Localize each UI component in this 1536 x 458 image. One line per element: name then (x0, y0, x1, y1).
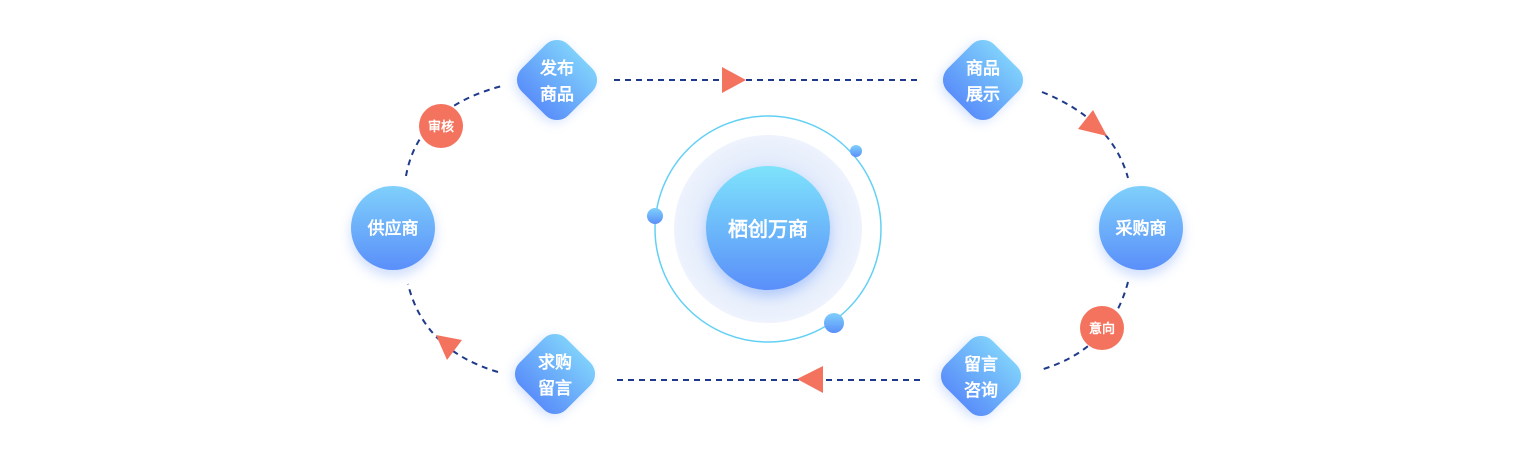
hub-core (706, 166, 830, 290)
node-request-line1: 求购 (538, 352, 572, 373)
connector-request-supplier (407, 283, 499, 373)
orbit-dot (850, 145, 862, 157)
node-diamond (514, 333, 596, 415)
connector-buyer-consult (1039, 281, 1129, 371)
orbit-dot (824, 313, 844, 333)
center-hub: 栖创万商 (647, 115, 882, 343)
connector-supplier-publish (405, 85, 503, 177)
node-publish-line2: 商品 (540, 84, 574, 105)
node-consult-line2: 咨询 (964, 380, 998, 401)
badge-intent-label: 意向 (1089, 321, 1115, 337)
node-publish: 发布 商品 (515, 39, 598, 122)
node-diamond (940, 335, 1022, 417)
node-consult: 留言 咨询 (939, 335, 1022, 418)
node-circle (351, 186, 435, 270)
node-consult-line1: 留言 (964, 354, 998, 375)
node-supplier: 供应商 (351, 186, 435, 276)
badge-review-label: 审核 (428, 119, 454, 135)
node-display-line1: 商品 (966, 58, 1000, 79)
badge-circle (419, 104, 463, 148)
node-buyer: 采购商 (1099, 186, 1183, 276)
node-diamond (942, 39, 1024, 121)
arrow-down-right-icon (1078, 110, 1107, 136)
arrows (436, 67, 1107, 393)
node-publish-line1: 发布 (539, 58, 574, 79)
node-buyer-label: 采购商 (1115, 218, 1167, 239)
node-request-line2: 留言 (538, 378, 572, 399)
arrow-right-icon (722, 67, 746, 93)
hub-title: 栖创万商 (728, 217, 808, 241)
arrow-left-icon (797, 366, 823, 393)
badge-circle (1080, 306, 1124, 350)
node-display: 商品 展示 (941, 39, 1024, 122)
badge-review: 审核 (419, 104, 463, 148)
node-supplier-label: 供应商 (367, 218, 419, 239)
orbit-dot (647, 208, 663, 224)
arrow-up-left-icon (436, 335, 462, 360)
badge-intent: 意向 (1080, 306, 1124, 350)
node-request: 求购 留言 (513, 333, 596, 416)
node-circle (1099, 186, 1183, 270)
connector-display-buyer (1041, 91, 1129, 179)
orbit-ring (654, 115, 882, 343)
node-display-line2: 展示 (966, 85, 1000, 105)
node-diamond (516, 39, 598, 121)
